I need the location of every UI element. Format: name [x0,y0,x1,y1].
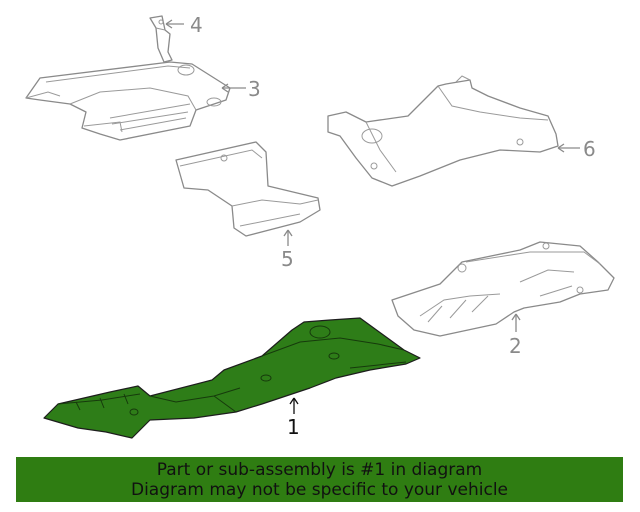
callout-1[interactable]: 1 [287,397,300,439]
svg-text:1: 1 [287,415,300,439]
callout-2[interactable]: 2 [509,313,522,358]
callout-3[interactable]: 3 [221,77,261,101]
svg-text:2: 2 [509,334,522,358]
svg-text:6: 6 [583,137,596,161]
info-banner: Part or sub-assembly is #1 in diagram Di… [16,457,623,502]
part-3-shield[interactable] [25,61,231,141]
part-4-bracket[interactable] [149,15,173,63]
callout-5[interactable]: 5 [281,229,294,271]
part-6-shield[interactable] [327,75,559,187]
svg-text:5: 5 [281,247,294,271]
callout-6[interactable]: 6 [557,137,596,161]
part-1-underbody-shield[interactable] [43,317,421,439]
banner-line-2: Diagram may not be specific to your vehi… [130,479,508,500]
banner-line-1: Part or sub-assembly is #1 in diagram [156,459,483,480]
part-2-shield[interactable] [391,241,615,337]
svg-text:4: 4 [190,13,203,37]
callout-4[interactable]: 4 [165,13,203,37]
svg-text:3: 3 [248,77,261,101]
part-5-shield[interactable] [175,141,321,237]
parts-diagram: 4 3 5 6 [25,13,615,439]
